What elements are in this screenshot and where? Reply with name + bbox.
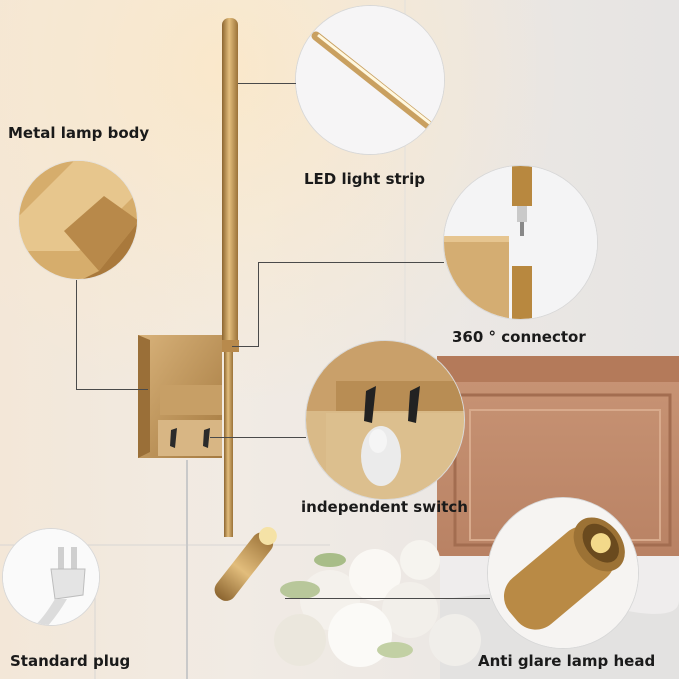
- leader-line-metal-body-h: [76, 389, 148, 390]
- label-independent-switch: independent switch: [301, 498, 468, 516]
- leader-line-led: [238, 83, 296, 84]
- leader-line-lamp-head: [285, 598, 490, 599]
- flower-bouquet: [274, 540, 481, 667]
- leader-line-connector-h2: [232, 346, 259, 347]
- leader-line-connector: [258, 262, 444, 263]
- label-led-light-strip: LED light strip: [304, 170, 425, 188]
- leader-line-metal-body: [76, 280, 77, 390]
- label-anti-glare-lamp-head: Anti glare lamp head: [478, 652, 656, 670]
- led-strip-detail-circle: [295, 5, 445, 155]
- plug-icon: [3, 529, 99, 625]
- metal-body-detail-circle: [18, 160, 138, 280]
- switch-detail-circle: [305, 340, 465, 500]
- lamp-head-detail-circle: [487, 497, 639, 649]
- label-standard-plug: Standard plug: [10, 652, 131, 670]
- label-metal-lamp-body: Metal lamp body: [8, 124, 150, 142]
- connector-detail-circle: [443, 165, 598, 320]
- leader-line-switch: [210, 437, 306, 438]
- label-connector: 360 ° connector: [452, 328, 586, 346]
- leader-line-connector-v: [258, 262, 259, 346]
- plug-detail-circle: [2, 528, 100, 626]
